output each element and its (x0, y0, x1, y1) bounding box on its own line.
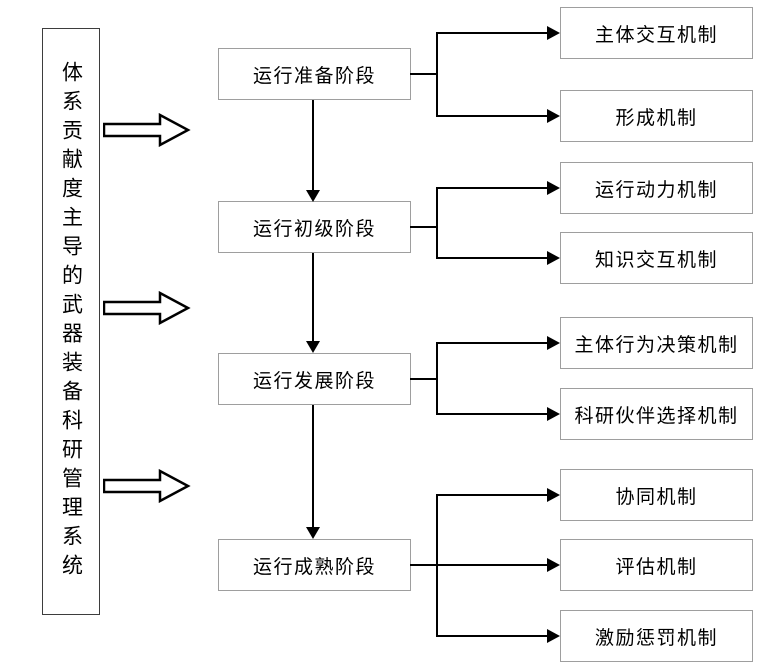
arrow-right-icon (547, 558, 560, 572)
arrow-right-icon (547, 251, 560, 265)
connector-line (437, 413, 548, 415)
arrow-right-icon (547, 109, 560, 123)
stage-box-preparation: 运行准备阶段 (218, 48, 411, 100)
mechanism-label: 协同机制 (615, 486, 698, 508)
mechanism-label: 主体交互机制 (594, 24, 718, 46)
arrow-right-icon (547, 629, 560, 643)
mechanism-box: 主体交互机制 (560, 7, 753, 59)
stage-box-development: 运行发展阶段 (218, 353, 411, 405)
arrow-right-icon (547, 26, 560, 40)
mechanism-label: 形成机制 (615, 107, 698, 129)
mechanism-box: 激励惩罚机制 (560, 610, 753, 662)
block-arrow-icon (103, 291, 191, 325)
mechanism-label: 主体行为决策机制 (574, 334, 739, 356)
connector-line (436, 187, 438, 259)
mechanism-label: 激励惩罚机制 (594, 627, 718, 649)
connector-line (410, 378, 437, 380)
connector-line (410, 564, 437, 566)
connector-line (312, 100, 314, 191)
connector-line (437, 564, 548, 566)
connector-line (437, 32, 548, 34)
stage-label: 运行初级阶段 (252, 218, 376, 240)
mechanism-label: 评估机制 (615, 556, 698, 578)
arrow-down-icon (306, 527, 320, 539)
mechanism-label: 运行动力机制 (594, 179, 718, 201)
stage-label: 运行准备阶段 (252, 65, 376, 87)
connector-line (437, 257, 548, 259)
root-system-box: 体系贡献度主导的武器装备科研管理系统 (42, 28, 100, 615)
connector-line (437, 494, 548, 496)
mechanism-box: 知识交互机制 (560, 232, 753, 284)
arrow-right-icon (547, 181, 560, 195)
connector-line (410, 73, 437, 75)
stage-label: 运行成熟阶段 (252, 556, 376, 578)
connector-line (312, 405, 314, 528)
connector-line (312, 253, 314, 342)
connector-line (437, 187, 548, 189)
mechanism-box: 协同机制 (560, 469, 753, 521)
mechanism-box: 运行动力机制 (560, 162, 753, 214)
connector-line (436, 32, 438, 117)
arrow-right-icon (547, 488, 560, 502)
mechanism-box: 主体行为决策机制 (560, 317, 753, 369)
mechanism-box: 形成机制 (560, 90, 753, 142)
connector-line (437, 635, 548, 637)
mechanism-box: 评估机制 (560, 539, 753, 591)
stage-label: 运行发展阶段 (252, 370, 376, 392)
mechanism-label: 科研伙伴选择机制 (574, 405, 739, 427)
mechanism-box: 科研伙伴选择机制 (560, 388, 753, 440)
connector-line (436, 342, 438, 415)
root-system-label: 体系贡献度主导的武器装备科研管理系统 (59, 60, 84, 583)
arrow-right-icon (547, 407, 560, 421)
stage-box-maturity: 运行成熟阶段 (218, 539, 411, 591)
arrow-down-icon (306, 341, 320, 353)
connector-line (437, 115, 548, 117)
connector-line (410, 226, 437, 228)
block-arrow-icon (103, 469, 191, 503)
stage-box-primary: 运行初级阶段 (218, 201, 411, 253)
mechanism-label: 知识交互机制 (594, 249, 718, 271)
block-arrow-icon (103, 113, 191, 147)
connector-line (437, 342, 548, 344)
arrow-right-icon (547, 336, 560, 350)
arrow-down-icon (306, 190, 320, 202)
